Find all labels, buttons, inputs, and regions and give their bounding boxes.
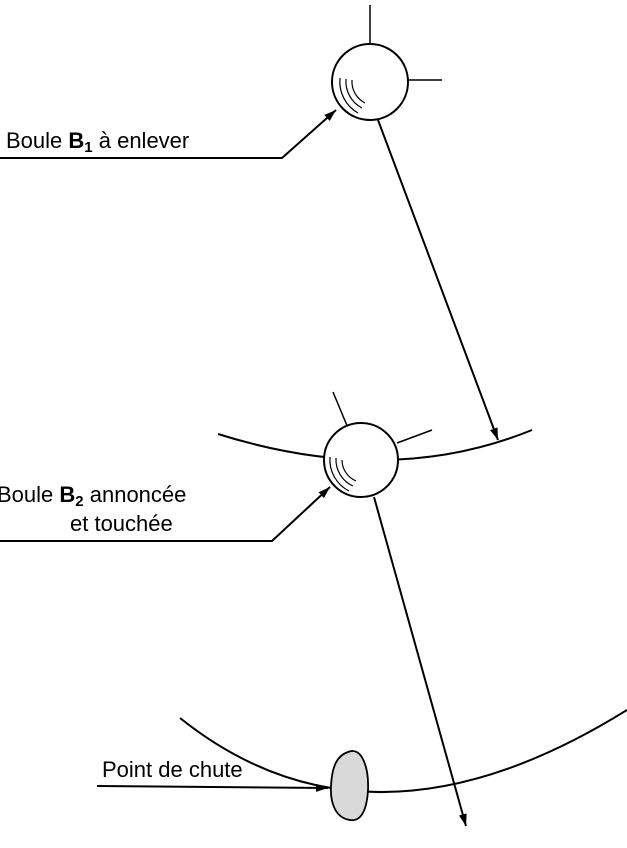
label-boule-b1: Boule B1 à enlever	[6, 128, 190, 156]
ball-b2	[323, 391, 433, 498]
impact-point-icon	[330, 750, 369, 821]
arc-2	[179, 709, 627, 794]
leader-b1	[0, 109, 337, 159]
leader-chute	[96, 783, 329, 792]
leader-b2	[0, 486, 331, 542]
ball-b1	[331, 5, 442, 121]
label-boule-b2: Boule B2 annoncée	[0, 482, 187, 510]
label-boule-b2-line2: et touchée	[70, 511, 173, 536]
label-point-de-chute: Point de chute	[102, 757, 243, 782]
trajectory-b1	[377, 119, 499, 441]
trajectory-b2	[373, 496, 467, 827]
